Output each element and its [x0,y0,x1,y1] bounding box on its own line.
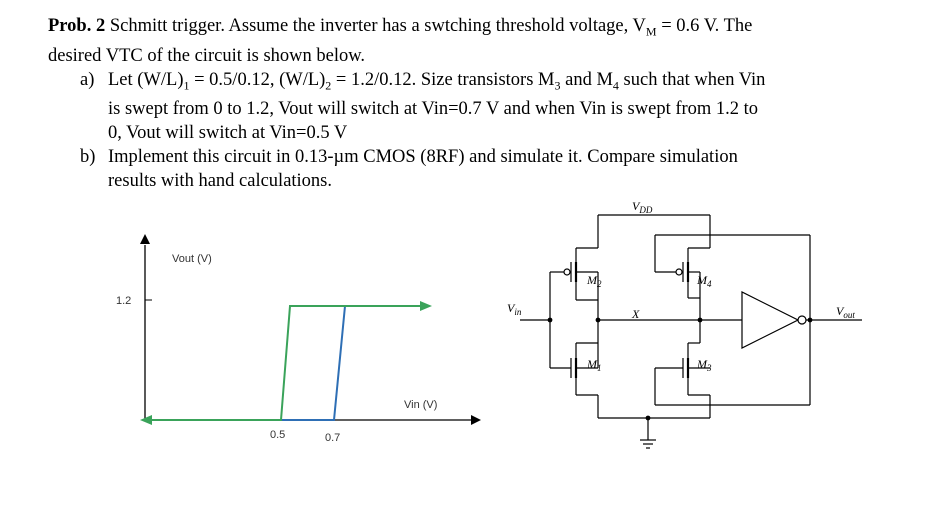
vm-subscript: M [645,24,657,39]
junction-dot [807,317,813,323]
m4-label: M4 [696,273,712,289]
part-b-label: b) [80,147,96,168]
falling-trace [150,305,420,421]
vdd-label: VDD [632,199,653,215]
problem-line-1: Prob. 2 Schmitt trigger. Assume the inve… [48,14,928,44]
junction-dot [697,317,703,323]
trace-arrow-right [420,301,432,311]
schmitt-circuit: VDD M2 X Vin M1 [507,199,862,449]
part-a-text: Let (W/L) [108,69,184,90]
part-b-line-1: b) Implement this circuit in 0.13-µm CMOS… [48,145,928,169]
part-a-text: such that when Vin [618,69,766,90]
vtc-chart: 1.2 0.5 0.7 Vout (V) Vin (V) [116,234,481,444]
x-axis-arrow [471,415,481,425]
node-x-label: X [631,307,640,321]
vin-label: Vin [507,301,522,317]
m2-gate-bubble [563,268,571,276]
problem-statement: Schmitt trigger. Assume the inverter has… [105,16,646,36]
junction-dot [645,415,651,421]
part-a-line-2: is swept from 0 to 1.2, Vout will switch… [108,99,759,120]
m3-label: M3 [696,357,712,373]
problem-text: Prob. 2 Schmitt trigger. Assume the inve… [48,14,928,193]
inverter-bubble [797,315,807,325]
x-tick-label: 0.7 [325,432,340,444]
x-axis-label: Vin (V) [404,399,437,411]
m1-label: M1 [586,357,602,373]
subscript: 1 [183,78,190,93]
subscript: 4 [612,78,619,93]
part-a-line-3: 0, Vout will switch at Vin=0.5 V [108,123,348,144]
trace-arrow-left [140,415,152,425]
m2-label: M2 [586,273,602,289]
y-axis-label: Vout (V) [172,253,212,265]
part-a-text: and M [560,69,613,90]
y-axis-arrow [140,234,150,244]
y-tick-label: 1.2 [116,295,131,307]
problem-number: Prob. 2 [48,16,106,36]
part-a-text: = 1.2/0.12. Size transistors M [331,69,555,90]
part-a-line-1: a) Let (W/L)1 = 0.5/0.12, (W/L)2 = 1.2/0.… [48,68,928,98]
vout-label: Vout [836,304,855,320]
junction-dot [595,317,601,323]
subscript: 3 [554,78,561,93]
m4-gate-bubble [675,268,683,276]
part-a-text: = 0.5/0.12, (W/L) [189,69,326,90]
x-tick-label: 0.5 [270,429,285,441]
part-b-line-2: results with hand calculations. [108,171,333,192]
junction-dot [547,317,553,323]
inverter-icon [741,291,800,349]
problem-line-2: desired VTC of the circuit is shown belo… [48,45,366,66]
subscript: 2 [325,78,332,93]
part-b-text: Implement this circuit in 0.13-µm CMOS (… [108,147,738,168]
part-a-label: a) [80,69,95,90]
vm-value: = 0.6 V. The [656,16,753,36]
